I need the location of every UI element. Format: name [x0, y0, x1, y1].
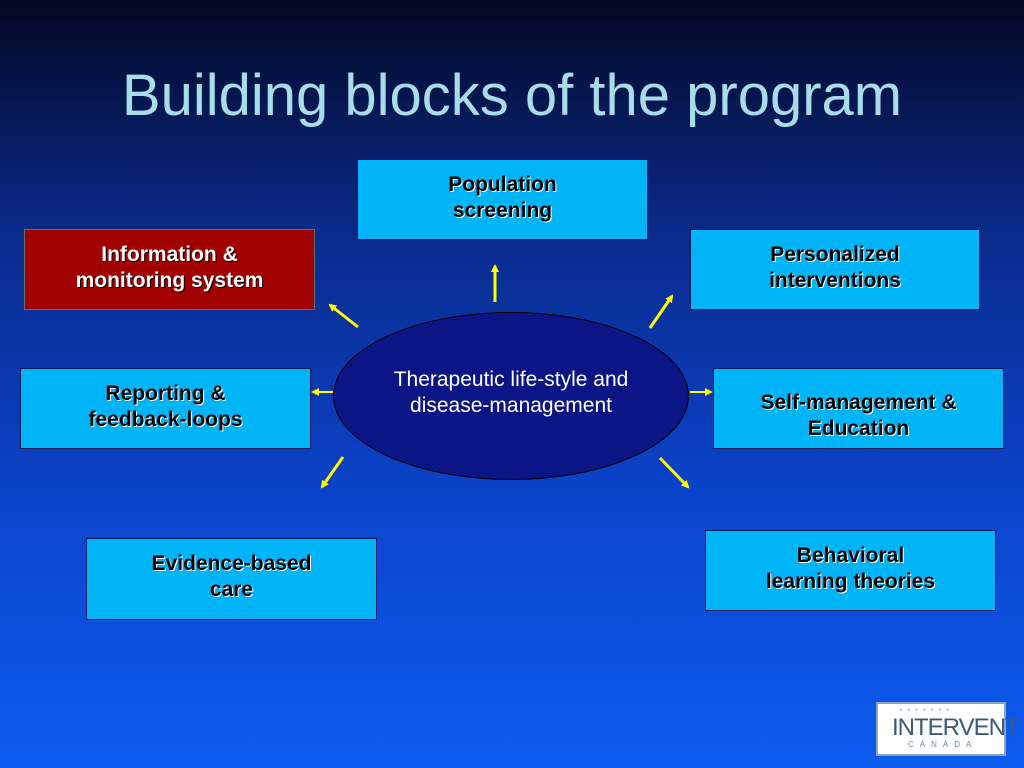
- logo-subtitle: CANADA: [908, 740, 978, 749]
- center-label: Therapeutic life-style and disease-manag…: [393, 368, 629, 417]
- block-label: Evidence-based care: [151, 552, 312, 601]
- block-label: Behavioral learning theories: [765, 544, 936, 593]
- arrow-to-evidence: [320, 456, 345, 489]
- block-label: Personalized interventions: [769, 243, 901, 292]
- block-personalized-interventions: Personalized interventions: [690, 229, 980, 310]
- slide-title: Building blocks of the program: [121, 63, 903, 128]
- block-self-management: Self-management & Education: [713, 368, 1004, 449]
- arrow-to-personalized: [648, 294, 674, 329]
- block-evidence-based-care: Evidence-based care: [86, 538, 377, 620]
- block-label: Population screening: [448, 173, 557, 222]
- arrow-to-information: [328, 303, 359, 329]
- logo-name: INTERVENT: [892, 714, 1020, 741]
- arrow-to-behavioral: [658, 456, 690, 489]
- block-label: Reporting & feedback-loops: [88, 382, 243, 431]
- block-reporting-feedback: Reporting & feedback-loops: [20, 368, 311, 449]
- block-label: Information & monitoring system: [75, 243, 264, 292]
- logo-dots-icon: • • • • • • •: [900, 708, 951, 714]
- block-information-monitoring: Information & monitoring system: [24, 229, 315, 310]
- center-ellipse: Therapeutic life-style and disease-manag…: [333, 312, 689, 480]
- block-behavioral-learning: Behavioral learning theories: [705, 530, 996, 611]
- intervent-logo: • • • • • • • INTERVENT CANADA: [876, 702, 1020, 756]
- block-population-screening: Population screening: [357, 159, 648, 240]
- block-label: Self-management & Education: [760, 391, 957, 440]
